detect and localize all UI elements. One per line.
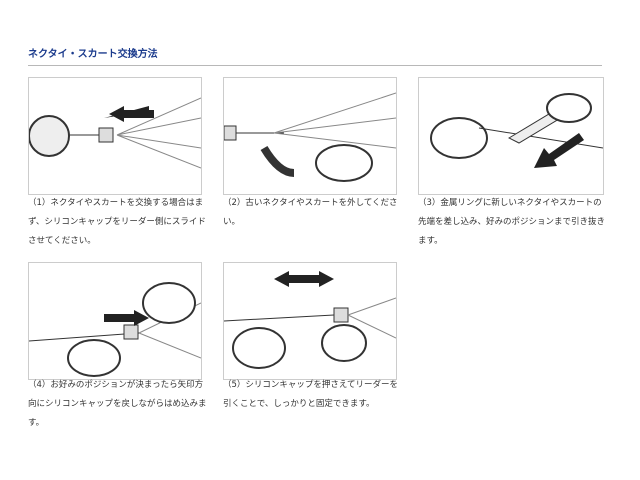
step-3-caption: （3）金属リングに新しいネクタイやスカートの先端を差し込み、好みのポジションまで… — [418, 198, 606, 246]
step-4-caption: （4）お好みのポジションが決まったら矢印方向にシリコンキャップを戻しながらはめ込… — [28, 380, 207, 428]
step-1-illustration — [28, 77, 202, 195]
step-2-caption: （2）古いネクタイやスカートを外してください。 — [223, 198, 398, 227]
double-arrow-icon — [274, 271, 334, 287]
arrow-right-icon — [104, 310, 149, 326]
title-divider — [28, 65, 602, 66]
step-5-illustration — [223, 262, 397, 380]
step-1-caption: （1）ネクタイやスカートを交換する場合はまず、シリコンキャップをリーダー側にスラ… — [28, 198, 206, 246]
step-5-caption: （5）シリコンキャップを押さえてリーダーを引くことで、しっかりと固定できます。 — [223, 380, 398, 409]
step-3-illustration — [418, 77, 604, 195]
curved-arrow-icon — [260, 145, 295, 177]
page-title: ネクタイ・スカート交換方法 — [28, 49, 158, 60]
arrow-down-left-icon — [534, 133, 584, 168]
step-4-illustration — [28, 262, 202, 380]
arrow-left-icon — [109, 106, 154, 122]
step-2-illustration — [223, 77, 397, 195]
